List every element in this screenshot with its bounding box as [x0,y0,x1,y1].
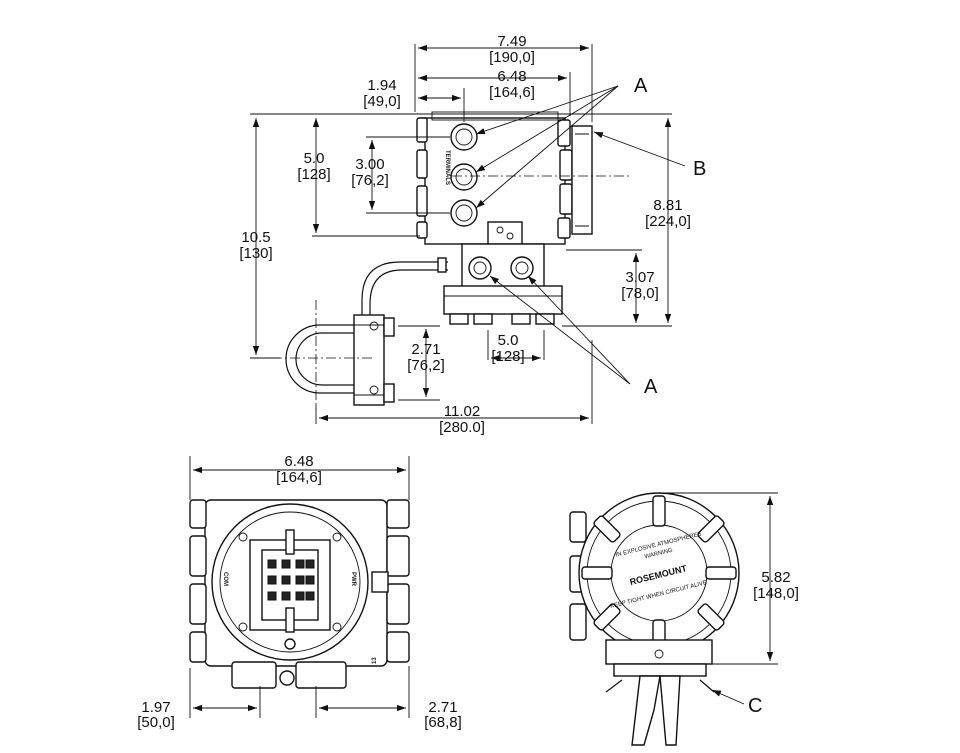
term-id-label: 13 [372,657,378,664]
front-dimension-lines [193,466,406,712]
dim-right-height-in: 8.81 [653,197,682,214]
side-extension-lines [662,492,778,665]
dim-conduit-spacing-mm: [76,2] [351,172,389,189]
callout-leaders [475,85,686,385]
dim-bottom-section-mm: [78,0] [621,285,659,302]
dim-housing-height-mm: [128] [297,166,330,183]
terminal-block [267,529,315,650]
dim-housing-height-in: 5.0 [304,150,325,167]
callout-b: B [693,158,706,180]
dim-top-width-mm: [190,0] [489,49,535,66]
front-extension-lines [189,456,410,718]
dim-offset-left-in: 1.94 [367,77,396,94]
dim-right-height-mm: [224,0] [645,213,691,230]
extension-lines [250,44,672,424]
dim-offset-left-mm: [49,0] [363,93,401,110]
dim-conduit-spacing-in: 3.00 [355,156,384,173]
dim-total-width-mm: [280.0] [439,419,485,436]
dim-front-right-in: 2.71 [428,699,457,716]
dim-bracket-spacing-in: 2.71 [411,341,440,358]
callout-a-bottom: A [644,376,658,398]
front-view: COM PWR 13 6.48 [164,6] 1.97 [50,0] 2.71… [137,453,462,731]
callout-c: C [748,695,762,717]
dim-flange-width-in: 5.0 [498,332,519,349]
dim-front-left-mm: [50,0] [137,714,175,731]
cover-ribs [581,495,737,651]
term-right-label: PWR [350,572,356,587]
dim-total-height-mm: [130] [239,245,272,262]
dim-top-inner-mm: [164,6] [489,84,535,101]
dim-total-width-in: 11.02 [444,403,480,420]
dim-side-height-mm: [148,0] [753,585,799,602]
side-view: IN EXPLOSIVE ATMOSPHERES WARNING ROSEMOU… [569,492,799,746]
term-left-label: COM [222,572,228,586]
transmitter-housing: TERMINALS [416,111,593,245]
dim-front-left-in: 1.97 [141,699,170,716]
callout-a-top: A [634,75,648,97]
dim-front-right-mm: [68,8] [424,714,462,731]
dimension-lines [252,44,672,422]
dim-bottom-section-in: 3.07 [625,269,654,286]
conduit-ports [450,123,478,227]
dim-top-width-in: 7.49 [497,33,526,50]
sensor-module [443,243,563,325]
top-view: TERMINALS [239,33,706,436]
dim-front-width-in: 6.48 [284,453,313,470]
dim-top-inner-in: 6.48 [497,68,526,85]
dim-bracket-spacing-mm: [76,2] [407,357,445,374]
terminals-label: TERMINALS [444,150,450,185]
dim-side-height-in: 5.82 [761,569,790,586]
dim-total-height-in: 10.5 [241,229,270,246]
mounting-bracket [285,257,448,406]
dim-flange-width-mm: [128] [491,348,524,365]
dim-front-width-mm: [164,6] [276,469,322,486]
callout-c-leader [711,689,745,705]
